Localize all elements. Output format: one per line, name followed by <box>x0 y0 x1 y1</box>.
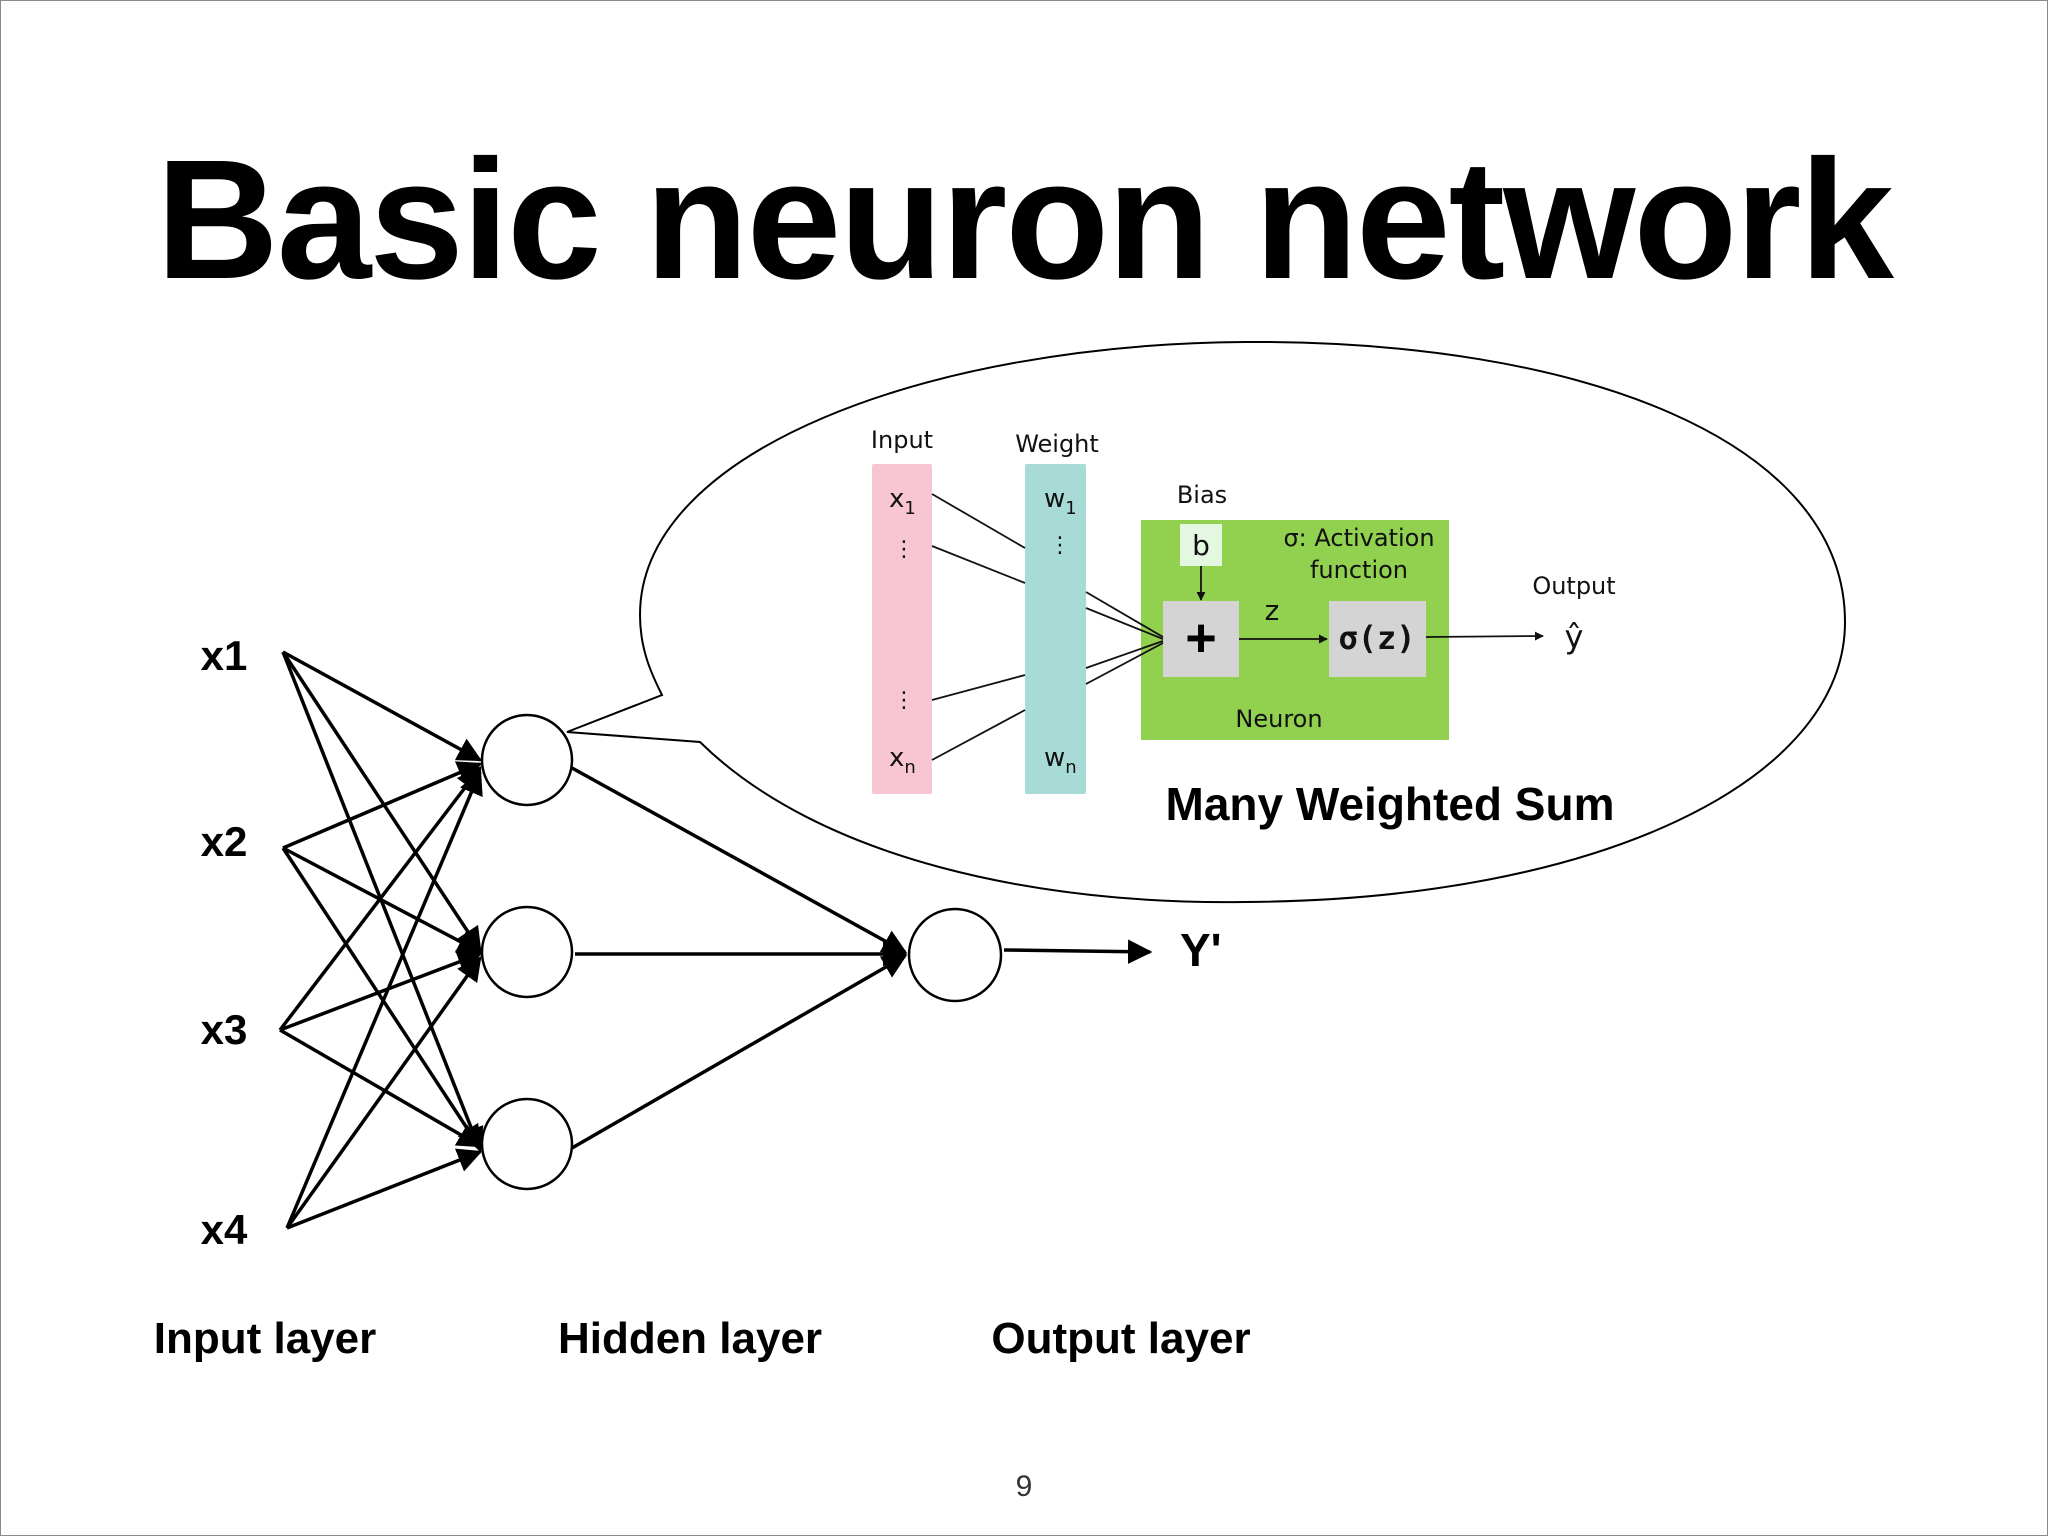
hidden-node-1 <box>480 713 574 807</box>
output-arrow <box>1425 631 1544 641</box>
output-symbol: ŷ <box>1565 618 1584 656</box>
input-ellipsis-bottom: ⋮ <box>893 688 915 713</box>
input-header: Input <box>871 426 933 454</box>
input-column <box>872 464 932 794</box>
activation-note-line2: function <box>1310 556 1408 584</box>
input-layer-label: Input layer <box>154 1314 377 1363</box>
weight-last: wn <box>1044 743 1077 778</box>
input-label-x4: x4 <box>201 1206 248 1253</box>
input-label-x2: x2 <box>201 818 248 865</box>
input-first: x1 <box>889 484 916 519</box>
bias-symbol: b <box>1192 529 1210 562</box>
input-label-x1: x1 <box>201 632 248 679</box>
weight-column <box>1025 464 1086 794</box>
input-ellipsis-top: ⋮ <box>893 537 915 562</box>
input-last: xn <box>889 743 916 778</box>
output-arrow-main <box>1003 939 1153 964</box>
weight-header: Weight <box>1015 430 1099 458</box>
activation-box <box>1329 601 1426 677</box>
hidden-to-output-connections <box>571 766 1153 1150</box>
sum-box <box>1163 601 1239 677</box>
neuron-label: Neuron <box>1235 705 1322 733</box>
callout-caption: Many Weighted Sum <box>1166 778 1615 830</box>
activation-note-line1: σ: Activation <box>1283 524 1434 552</box>
hidden-layer-label: Hidden layer <box>558 1314 822 1363</box>
bias-label: Bias <box>1177 481 1227 509</box>
output-label: Y' <box>1180 924 1222 976</box>
hidden-node-2 <box>480 905 574 999</box>
bias-box <box>1180 524 1222 566</box>
page-number: 9 <box>1015 1470 1033 1503</box>
input-to-hidden-connections <box>278 650 484 1230</box>
output-layer-label: Output layer <box>991 1314 1250 1363</box>
output-header: Output <box>1532 572 1615 600</box>
activation-symbol: σ(z) <box>1338 619 1415 657</box>
callout-connections <box>931 493 1544 761</box>
output-node <box>907 907 1003 1003</box>
z-label: z <box>1265 594 1280 627</box>
hidden-node-3 <box>480 1097 574 1191</box>
input-label-x3: x3 <box>201 1006 248 1053</box>
sum-symbol: + <box>1185 608 1217 668</box>
weight-ellipsis: ⋮ <box>1049 533 1071 558</box>
weight-first: w1 <box>1044 484 1077 519</box>
slide-title: Basic neuron network <box>156 125 1894 315</box>
